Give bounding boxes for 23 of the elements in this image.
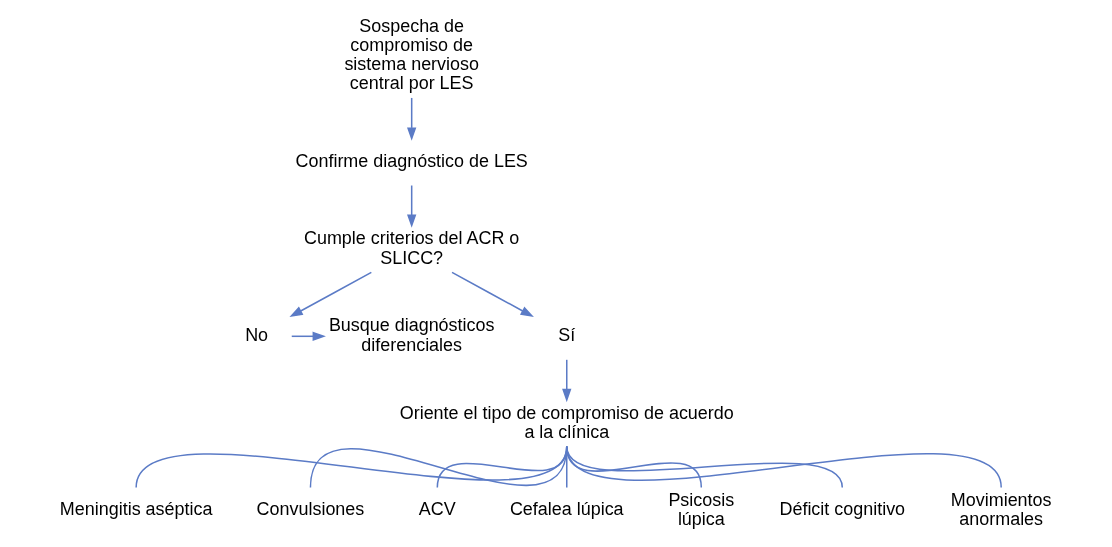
node-text: Sospecha de compromiso de sistema nervioso central por LES xyxy=(343,15,479,94)
node-text: ACV xyxy=(418,499,456,520)
arrow xyxy=(450,271,534,318)
connector xyxy=(134,445,567,489)
node-text: Sí xyxy=(557,325,575,346)
arrow xyxy=(290,331,326,341)
node-text: Psicosis lúpica xyxy=(667,489,734,529)
node-text: Convulsiones xyxy=(256,499,364,520)
node-text: Cumple criterios del ACR o SLICC? xyxy=(303,228,519,268)
node-text: Oriente el tipo de compromiso de acuerdo a la clínica xyxy=(399,402,734,442)
node-text: Déficit cognitivo xyxy=(778,499,905,520)
arrow xyxy=(288,271,372,318)
connector xyxy=(309,445,567,489)
arrow xyxy=(561,359,571,403)
node-text: Movimientos anormales xyxy=(950,489,1052,529)
connector xyxy=(565,445,1002,489)
node-text: Meningitis aséptica xyxy=(59,499,212,520)
node-text: No xyxy=(244,325,268,346)
arrow xyxy=(406,184,416,228)
node-text: Confirme diagnóstico de LES xyxy=(295,150,528,171)
arrow xyxy=(406,97,416,141)
node-text: Busque diagnósticos diferenciales xyxy=(328,315,494,355)
node-text: Cefalea lúpica xyxy=(509,499,624,520)
